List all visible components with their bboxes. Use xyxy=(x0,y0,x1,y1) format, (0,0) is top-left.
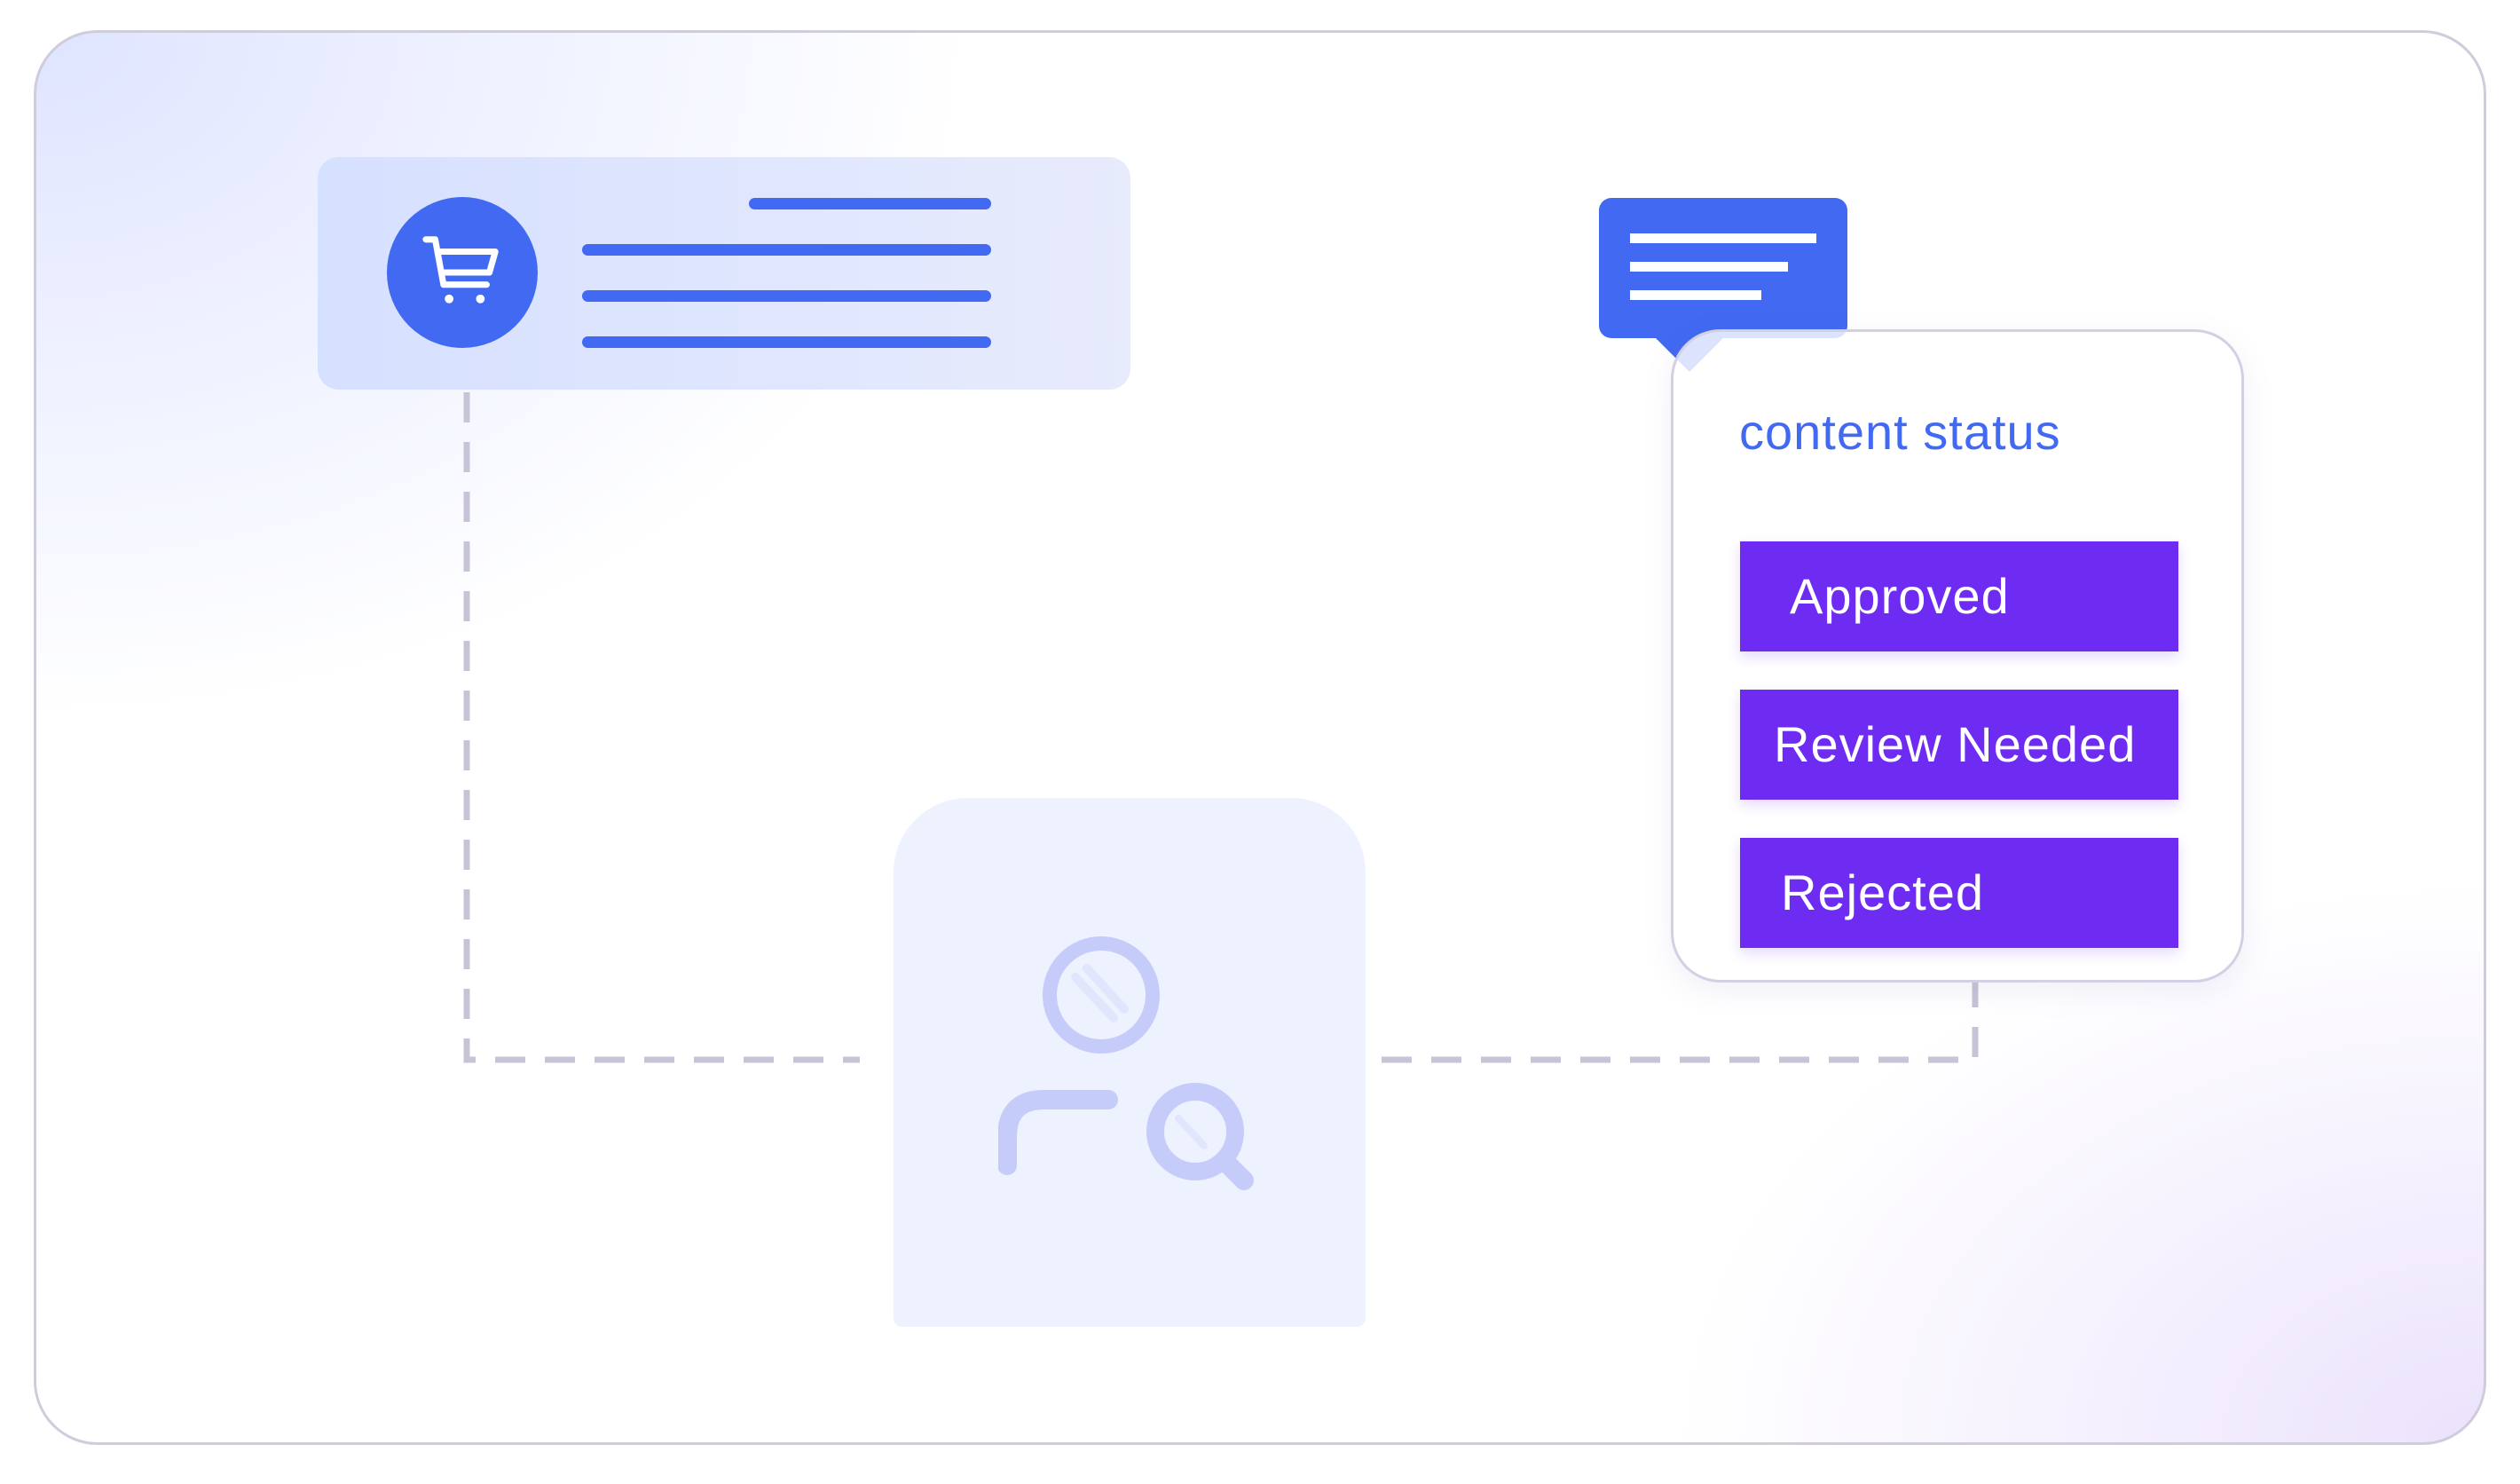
content-status-title: content status xyxy=(1739,404,2061,460)
shopping-cart-icon xyxy=(422,236,499,304)
user-search-icon xyxy=(998,936,1254,1190)
diagram-frame: content status Approved Review Needed Re… xyxy=(34,30,2486,1445)
status-option-rejected[interactable]: Rejected xyxy=(1740,838,2178,948)
product-text-line-2 xyxy=(582,244,991,256)
connector-user-to-status xyxy=(1382,983,1979,1063)
cart-badge xyxy=(387,197,538,348)
dashed-connector xyxy=(463,392,1979,1063)
bubble-line-2 xyxy=(1630,262,1788,272)
status-option-review-needed[interactable]: Review Needed xyxy=(1740,690,2178,800)
product-text-line-1 xyxy=(749,198,991,209)
product-text-line-3 xyxy=(582,290,991,302)
product-card xyxy=(318,157,1130,390)
bubble-line-1 xyxy=(1630,233,1816,243)
connector-product-to-user xyxy=(463,392,860,1063)
bubble-line-3 xyxy=(1630,290,1761,300)
user-search-tile xyxy=(894,798,1366,1327)
product-text-line-4 xyxy=(582,336,991,348)
content-status-card: content status Approved Review Needed Re… xyxy=(1671,329,2244,983)
status-option-approved[interactable]: Approved xyxy=(1740,541,2178,651)
message-bubble-icon xyxy=(1599,198,1847,338)
